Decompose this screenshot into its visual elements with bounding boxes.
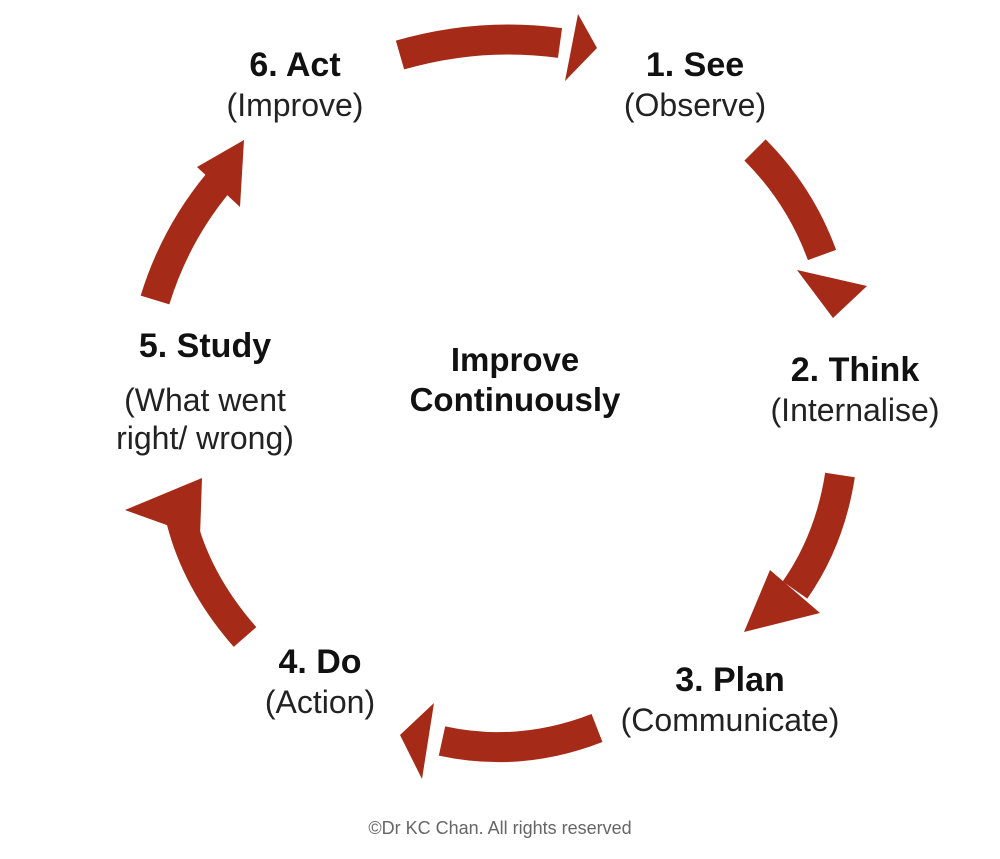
step-subtitle-line1: (What went	[124, 381, 286, 418]
step-subtitle: (Internalise)	[770, 391, 940, 428]
step-study: 5. Study (What went right/ wrong)	[80, 326, 330, 458]
step-subtitle: (Observe)	[623, 86, 767, 123]
step-see: 1. See (Observe)	[590, 45, 800, 124]
arrow-plan-to-do	[400, 703, 603, 779]
arrow-head	[744, 570, 820, 632]
arrow-head	[125, 478, 202, 537]
step-think: 2. Think (Internalise)	[735, 350, 975, 429]
step-act: 6. Act (Improve)	[200, 45, 390, 124]
center-label-line2: Continuously	[409, 380, 621, 418]
arrow-shaft	[744, 139, 837, 261]
step-title: 3. Plan	[675, 661, 785, 699]
step-title: 2. Think	[790, 351, 920, 389]
arrow-think-to-plan	[744, 472, 855, 632]
center-label: Improve Continuously	[395, 340, 635, 419]
step-do: 4. Do (Action)	[235, 642, 405, 721]
arrow-do-to-study	[125, 478, 257, 647]
step-title: 1. See	[645, 46, 745, 84]
arrow-study-to-act	[140, 140, 244, 305]
step-title: 5. Study	[138, 327, 272, 365]
arrow-head	[797, 270, 867, 318]
step-subtitle-line2: right/ wrong)	[116, 420, 294, 457]
step-plan: 3. Plan (Communicate)	[590, 660, 870, 739]
arrow-see-to-think	[744, 139, 867, 318]
arrow-shaft	[438, 713, 603, 763]
step-subtitle: (Communicate)	[620, 701, 840, 738]
arrow-shaft	[140, 173, 230, 305]
arrow-head	[400, 703, 434, 779]
copyright-notice: ©Dr KC Chan. All rights reserved	[368, 818, 632, 838]
center-label-line1: Improve	[450, 341, 580, 378]
step-title: 6. Act	[249, 46, 341, 84]
arrow-head	[197, 140, 244, 207]
arrow-act-to-see	[395, 14, 597, 81]
arrow-shaft	[395, 24, 563, 70]
arrow-shaft	[782, 472, 855, 599]
step-subtitle: (Action)	[264, 683, 376, 720]
arrow-head	[565, 14, 597, 81]
step-title: 4. Do	[278, 643, 362, 681]
step-subtitle: (Improve)	[226, 86, 364, 123]
